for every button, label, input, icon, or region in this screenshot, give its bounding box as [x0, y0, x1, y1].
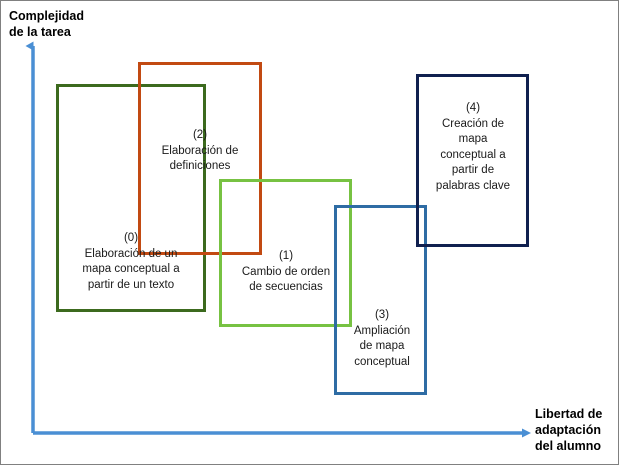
box-3-ampliacion-de-mapa[interactable] [334, 205, 427, 395]
x-axis-label: Libertad de adaptación del alumno [535, 407, 603, 453]
box-3-label: (3) Ampliación de mapa conceptual [353, 309, 411, 368]
box-2-label: (2) Elaboración de definiciones [161, 129, 239, 172]
box-0-label: (0) Elaboración de un mapa conceptual a … [82, 232, 180, 291]
y-axis-label: Complejidad de la tarea [9, 9, 85, 39]
box-4-creacion-de-mapa[interactable] [416, 74, 529, 247]
box-1-cambio-de-orden[interactable] [219, 179, 352, 327]
box-4-label: (4) Creación de mapa conceptual a partir… [435, 102, 511, 192]
box-0-elaboracion-mapa-conceptual[interactable] [56, 84, 206, 312]
box-2-elaboracion-definiciones[interactable] [138, 62, 262, 255]
box-1-label: (1) Cambio de orden de secuencias [241, 250, 331, 293]
